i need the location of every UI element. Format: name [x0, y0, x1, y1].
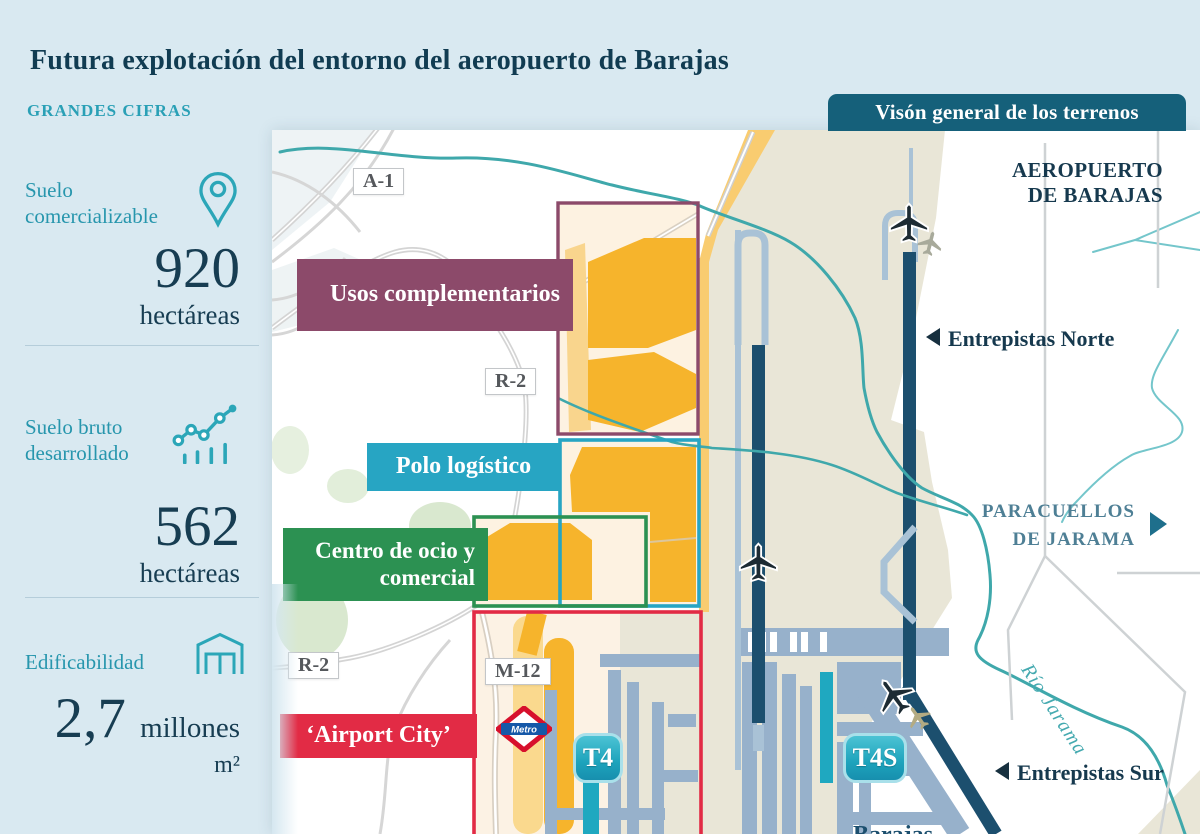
stat-label-suelo-bruto: Suelo bruto desarrollado	[25, 415, 129, 465]
terminal-badge-t4: T4	[573, 733, 623, 783]
entrepistas-norte-label: Entrepistas Norte	[926, 326, 1114, 352]
arrow-left-icon	[926, 328, 940, 346]
divider	[25, 345, 259, 346]
barajas-town-label: Barajas	[853, 822, 933, 834]
map-edge-fade	[272, 584, 298, 834]
road-label-m12: M-12	[485, 658, 551, 685]
warehouse-icon	[192, 628, 248, 683]
stat-unit-hectareas-2: hectáreas	[139, 558, 240, 588]
view-general-tab[interactable]: Visón general de los terrenos	[828, 94, 1186, 131]
aprons	[545, 628, 970, 834]
zone-label-usos-complementarios: Usos complementarios	[297, 259, 573, 331]
metro-logo: Metro	[494, 704, 554, 757]
stat-label-suelo-comercializable: Suelo comercializable	[25, 178, 158, 228]
section-label: GRANDES CIFRAS	[27, 101, 192, 120]
arrow-right-icon	[1150, 512, 1167, 536]
page-title: Futura explotación del entorno del aerop…	[30, 44, 729, 76]
stat-value-edificabilidad: 2,7 millones	[25, 690, 240, 747]
stat-word-millones: millones	[140, 712, 240, 744]
motorway-yellow	[699, 130, 775, 612]
development-parcels	[482, 238, 697, 834]
entrepistas-sur-text: Entrepistas Sur	[1017, 760, 1164, 785]
stat-value-920: 920	[154, 237, 241, 300]
entrepistas-sur-label: Entrepistas Sur	[995, 760, 1164, 786]
zone-label-airport-city: ‘Airport City’	[280, 714, 477, 758]
stat-unit-m2: m²	[214, 752, 240, 778]
terminal-buildings	[583, 672, 833, 834]
runways	[734, 148, 1002, 834]
stat-label-edificabilidad: Edificabilidad	[25, 650, 144, 674]
growth-chart-icon	[172, 404, 240, 469]
airport-name-label: AEROPUERTO DE BARAJAS	[1011, 158, 1163, 208]
zone-label-centro-ocio: Centro de ocio y comercial	[283, 528, 488, 601]
stat-unit-hectareas-1: hectáreas	[139, 300, 240, 330]
zone-label-polo-logistico: Polo logístico	[367, 443, 560, 491]
rivers	[278, 146, 1200, 834]
stat-value-27: 2,7	[54, 687, 126, 750]
paracuellos-label: PARACUELLOS DE JARAMA	[981, 501, 1135, 550]
terminal-badge-t4s: T4S	[843, 733, 907, 783]
map-panel: A-1 R-2 R-2 M-12 Usos complementarios Po…	[272, 130, 1200, 834]
road-label-r2-upper: R-2	[485, 368, 537, 395]
arrow-left-icon	[995, 762, 1009, 780]
divider	[25, 597, 259, 598]
location-pin-icon	[196, 166, 240, 239]
entrepistas-norte-text: Entrepistas Norte	[948, 326, 1115, 351]
road-label-a1: A-1	[353, 168, 405, 195]
stat-value-562: 562	[154, 495, 241, 558]
boundary-lines	[1006, 130, 1200, 834]
metro-logo-text: Metro	[511, 725, 537, 736]
map-graphic	[272, 130, 1200, 834]
